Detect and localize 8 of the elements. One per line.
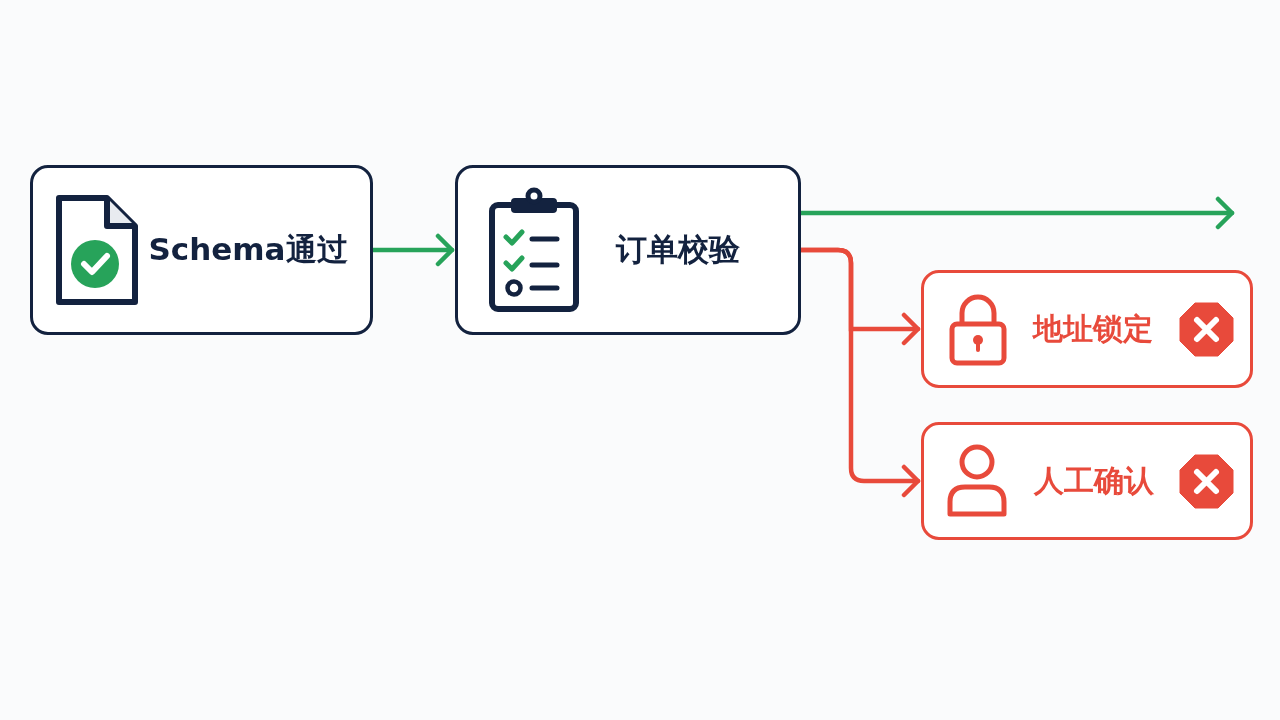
- step-label: 人工确认: [1032, 463, 1155, 499]
- process-box: [455, 165, 801, 335]
- process-box: [30, 165, 373, 335]
- step-label: 地址锁定: [1031, 311, 1154, 347]
- step-label: Schema通过: [147, 231, 349, 269]
- rejected-step-box: [921, 422, 1253, 540]
- step-label: 订单校验: [614, 231, 741, 269]
- rejected-step-box: [921, 270, 1253, 388]
